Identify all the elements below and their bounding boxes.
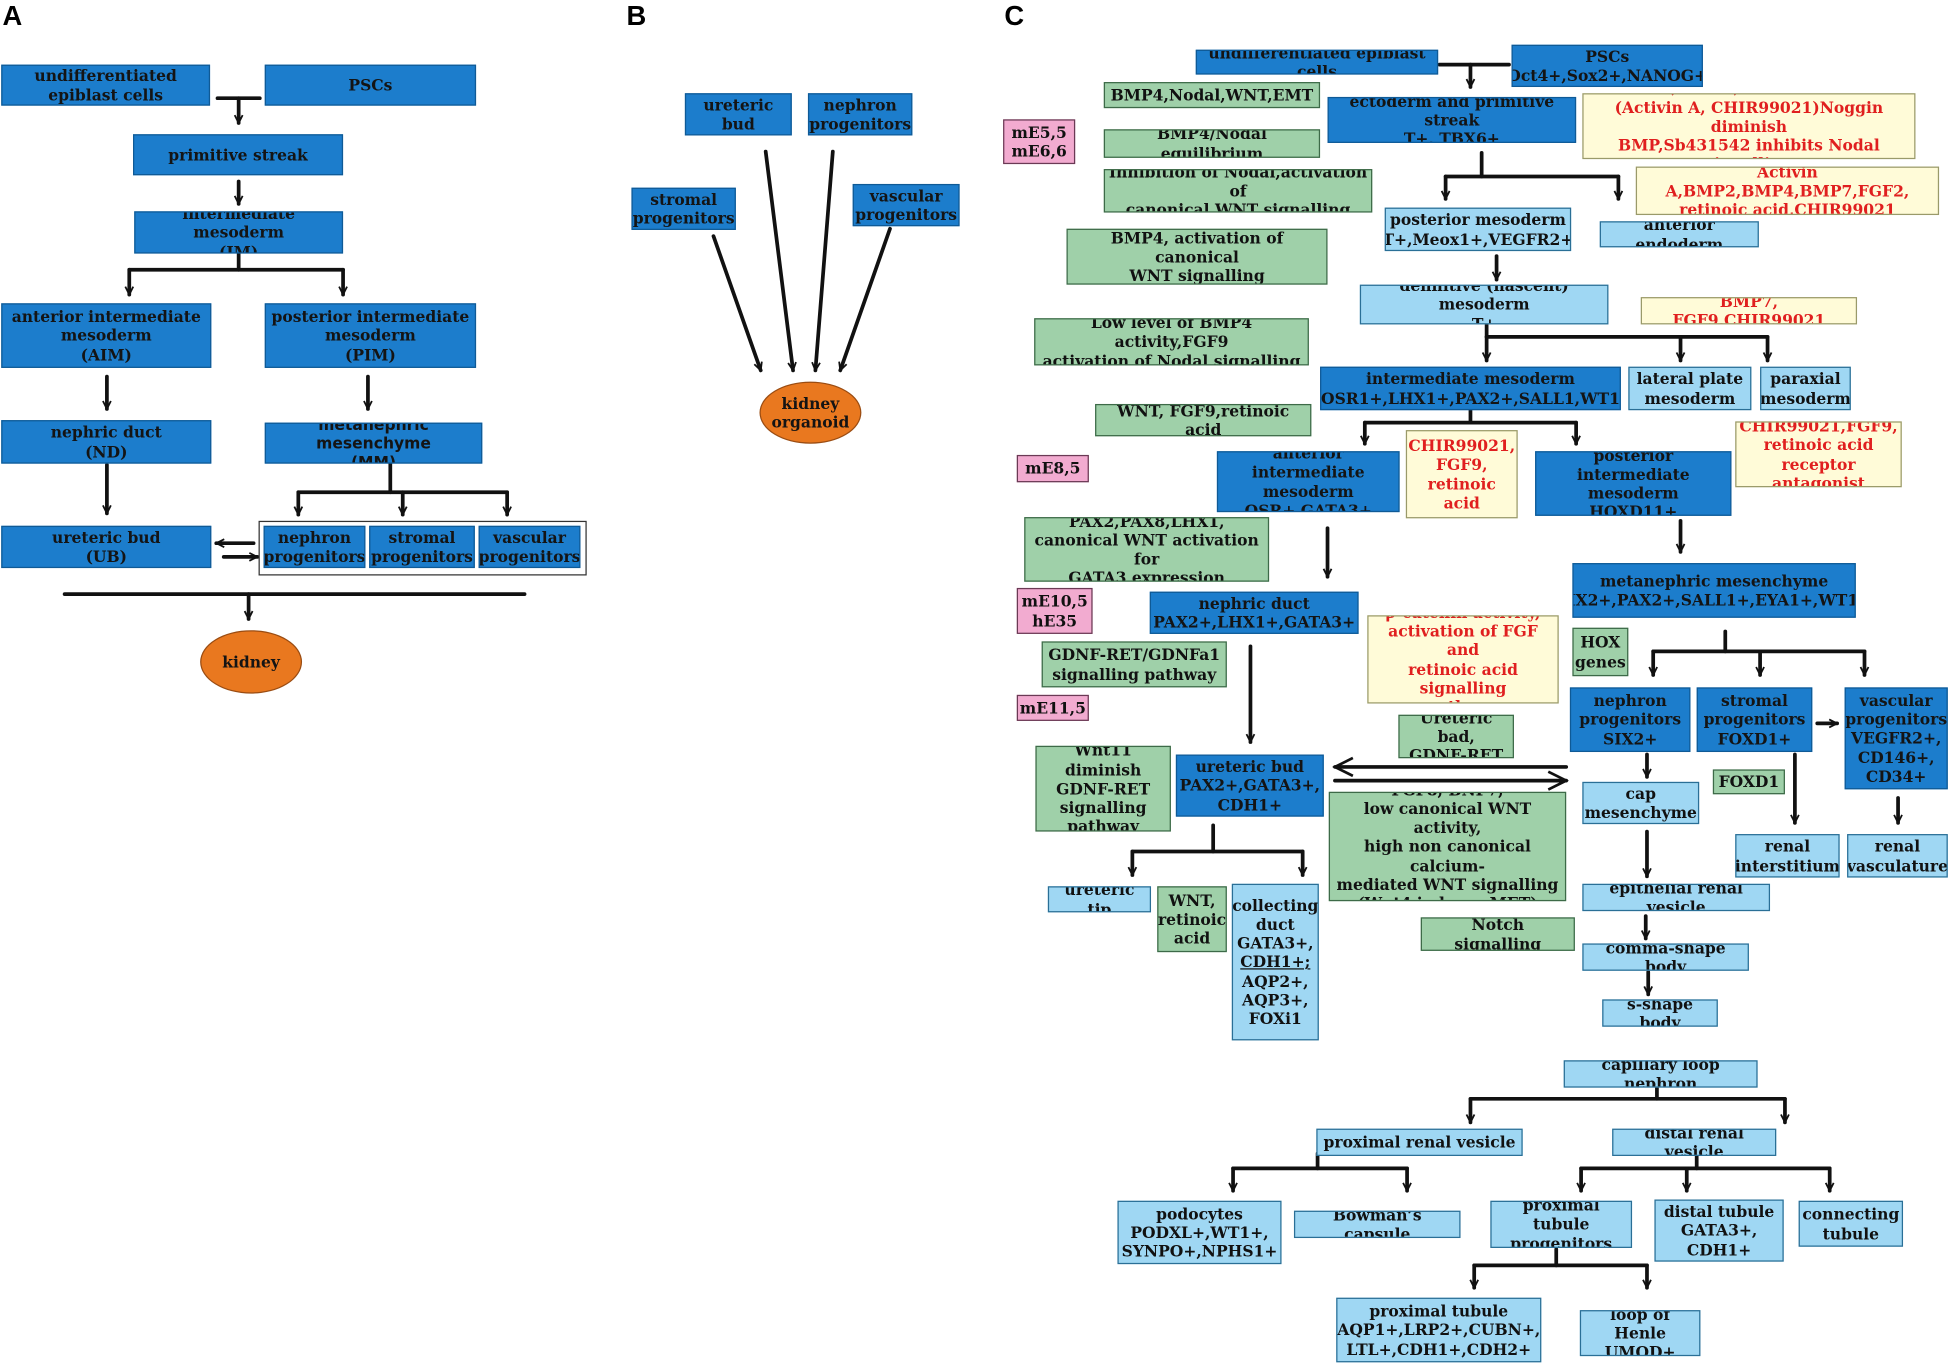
- b-nephron-progenitors: nephron progenitors: [807, 93, 913, 136]
- c-epiblast: undifferentiated epiblast cells: [1195, 49, 1439, 75]
- c-ureteric-tip: ureteric tip: [1047, 886, 1152, 913]
- c-chir-receptor-antagonist: CHIR99021,FGF9, retinoic acid receptor a…: [1735, 421, 1902, 488]
- a-metanephric-mesenchyme: metanephric mesenchyme (MM): [264, 422, 483, 464]
- panel-label-b: B: [626, 0, 647, 32]
- c-beta-catenin-activity: β-catenin activity, activation of FGF an…: [1367, 615, 1559, 704]
- c-capillary-loop-nephron: capillary loop nephron: [1563, 1060, 1758, 1088]
- c-collecting-duct-line1: collecting duct GATA3+,: [1232, 895, 1319, 953]
- c-bmp4-nodal-wnt-emt: BMP4,Nodal,WNT,EMT: [1103, 82, 1321, 109]
- c-podocytes: podocytes PODXL+,WT1+, SYNPO+,NPHS1+: [1117, 1200, 1282, 1265]
- c-gdnf-ret-gdnfa1: GDNF-RET/GDNFa1 signalling pathway: [1041, 641, 1227, 688]
- c-distal-renal-vesicle: distal renal vesicle: [1612, 1128, 1777, 1156]
- c-low-bmp4-fgf9: Low level of BMP4 activity,FGF9 activati…: [1034, 318, 1309, 366]
- c-inhibition-of-nodal: Inhibition of Nodal,activation of canoni…: [1103, 169, 1373, 213]
- c-notch-signalling: Notch signalling: [1420, 917, 1575, 951]
- a-epiblast: undifferentiated epiblast cells: [1, 64, 211, 106]
- c-stage-me5-me6: mE5,5 mE6,6: [1003, 119, 1076, 165]
- c-bmp4-nodal-wnt-activators: BMP4, Nodal, WNT activators (Activin A, …: [1582, 93, 1916, 160]
- a-nephric-duct: nephric duct (ND): [1, 420, 212, 464]
- c-comma-shape-body: comma-shape body: [1582, 943, 1749, 971]
- a-posterior-intermediate-mesoderm: posterior intermediate mesoderm (PIM): [264, 303, 477, 368]
- c-wnt-retinoic-acid: WNT, retinoic acid: [1157, 886, 1227, 953]
- c-wnt-fgf9-retinoic-acid: WNT, FGF9,retinoic acid: [1095, 403, 1312, 437]
- c-bmp4-canonical-wnt: BMP4, activation of canonical WNT signal…: [1066, 228, 1328, 285]
- a-vascular-progenitors: vascular progenitors: [478, 525, 581, 569]
- c-ureteric-bad-gdnf-ret: Ureteric bad, GDNF-RET: [1398, 714, 1514, 759]
- c-posterior-mesoderm: posterior mesoderm T+,Meox1+,VEGFR2+: [1384, 207, 1572, 252]
- c-definitive-mesoderm: definitive (nascent) mesoderm T+: [1359, 284, 1609, 325]
- c-lateral-plate-mesoderm: lateral plate mesoderm: [1628, 366, 1752, 411]
- c-ureteric-bud: ureteric bud PAX2+,GATA3+, CDH1+: [1175, 754, 1324, 817]
- c-connecting-tubule: connecting tubule: [1798, 1200, 1904, 1247]
- a-stromal-progenitors: stromal progenitors: [369, 525, 475, 569]
- a-pscs: PSCs: [264, 64, 477, 106]
- b-ureteric-bud: ureteric bud: [684, 93, 792, 136]
- c-cap-mesenchyme: cap mesenchyme: [1582, 781, 1700, 825]
- c-posterior-intermediate-mesoderm: posterior intermediate mesoderm HOXD11+: [1535, 451, 1732, 516]
- c-nephric-duct: nephric duct PAX2+,LHX1+,GATA3+: [1149, 591, 1359, 634]
- c-renal-vasculature: renal vasculature: [1847, 834, 1948, 878]
- c-pax2-pax8-lhx1: PAX2,PAX8,LHX1, canonical WNT activation…: [1024, 517, 1270, 582]
- c-activin-bmp-fgf2: Activin A,BMP2,BMP4,BMP7,FGF2, retinoic …: [1635, 166, 1940, 216]
- c-bmp4-nodal-equilibrium: BMP4/Nodal equilibrium: [1103, 129, 1321, 158]
- c-stage-me10-he35: mE10,5 hE35: [1016, 587, 1093, 634]
- c-anterior-intermediate-mesoderm: anterior intermediate mesoderm OSR+,GATA…: [1216, 451, 1400, 513]
- c-fgf8-bnp7-wnt4: FGF8, BNP7, low canonical WNT activity, …: [1328, 791, 1567, 902]
- c-vascular-progenitors: vascular progenitors VEGFR2+, CD146+, CD…: [1844, 687, 1948, 790]
- c-epithelial-renal-vesicle: epithelial renal vesicle: [1582, 883, 1771, 912]
- c-intermediate-mesoderm: intermediate mesoderm OSR1+,LHX1+,PAX2+,…: [1320, 366, 1621, 411]
- a-intermediate-mesoderm: intermediate mesoderm (IM): [134, 211, 344, 254]
- c-hox-genes: HOX genes: [1572, 627, 1629, 677]
- b-stromal-progenitors: stromal progenitors: [631, 187, 736, 230]
- c-chir-fgf9-retinoic: CHIR99021, FGF9, retinoic acid: [1405, 430, 1518, 519]
- c-s-shape-body: s-shape body: [1602, 999, 1718, 1027]
- c-renal-interstitium: renal interstitium: [1735, 834, 1840, 878]
- c-proximal-tubule: proximal tubule AQP1+,LRP2+,CUBN+, LTL+,…: [1336, 1297, 1542, 1363]
- c-pscs: PSCs Oct4+,Sox2+,NANOG+: [1511, 44, 1703, 88]
- a-ureteric-bud: ureteric bud (UB): [1, 525, 212, 569]
- c-bowmans-capsule: Bowman’s capsule: [1293, 1210, 1461, 1239]
- a-nephron-progenitors: nephron progenitors: [263, 525, 366, 569]
- c-proximal-renal-vesicle: proximal renal vesicle: [1316, 1128, 1523, 1156]
- b-kidney-organoid: kidney organoid: [759, 381, 862, 444]
- c-stromal-progenitors: stromal progenitors FOXD1+: [1696, 687, 1813, 753]
- c-nephron-progenitors: nephron progenitors SIX2+: [1569, 687, 1691, 753]
- c-wnt11-diminish: Wnt11 diminish GDNF-RET signalling pathw…: [1035, 745, 1171, 832]
- a-kidney: kidney: [200, 630, 303, 694]
- c-anterior-endoderm: anterior endoderm: [1599, 221, 1759, 248]
- c-stage-me11: mE11,5: [1016, 694, 1089, 721]
- c-ectoderm-primitive-streak: ectoderm and primitive streak T+, TBX6+: [1327, 96, 1577, 143]
- c-collecting-duct: collecting duct GATA3+, CDH1+; AQP2+, AQ…: [1231, 883, 1319, 1041]
- c-metanephric-mesenchyme: metanephric mesenchyme SIX2+,PAX2+,SALL1…: [1572, 563, 1856, 618]
- c-paraxial-mesoderm: paraxial mesoderm: [1760, 366, 1851, 411]
- c-stage-me8: mE8,5: [1016, 454, 1089, 483]
- c-foxd1: FOXD1: [1712, 769, 1785, 795]
- a-anterior-intermediate-mesoderm: anterior intermediate mesoderm (AIM): [1, 303, 212, 368]
- panel-label-a: A: [2, 0, 23, 32]
- c-bmp7-fgf9-chir: BMP7, FGF9,CHIR99021: [1640, 297, 1858, 325]
- c-proximal-tubule-progenitors: proximal tubule progenitors: [1490, 1200, 1633, 1248]
- c-collecting-duct-line2: CDH1+;: [1240, 952, 1311, 972]
- b-vascular-progenitors: vascular progenitors: [852, 183, 960, 227]
- c-distal-tubule: distal tubule GATA3+, CDH1+: [1654, 1199, 1784, 1262]
- c-loop-of-henle: loop of Henle UMOD+: [1579, 1310, 1701, 1357]
- a-progenitors-frame: [258, 520, 587, 576]
- a-primitive-streak: primitive streak: [133, 134, 344, 176]
- panel-label-c: C: [1004, 0, 1025, 32]
- c-collecting-duct-line3: AQP2+, AQP3+, FOXi1: [1242, 971, 1309, 1029]
